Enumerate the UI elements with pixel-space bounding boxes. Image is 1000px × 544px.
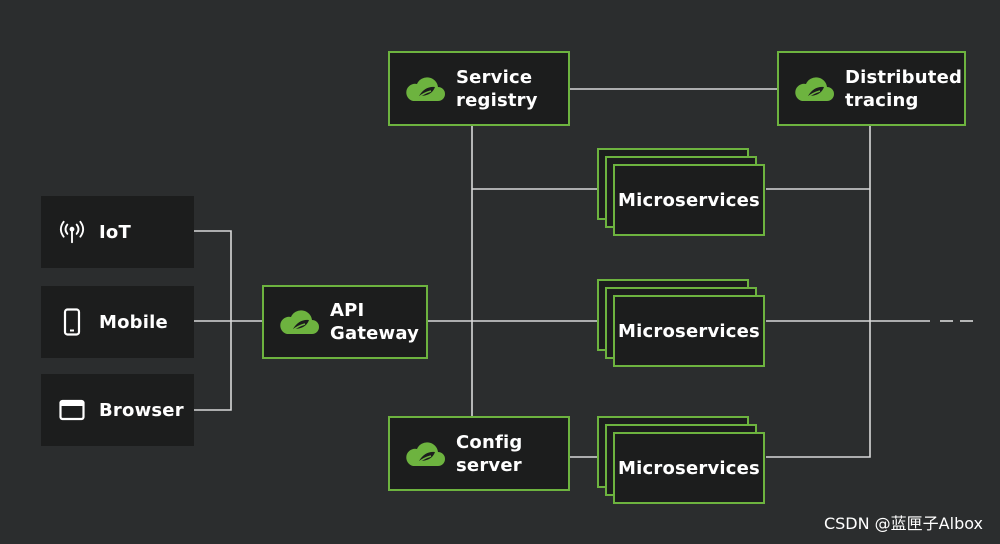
microservice-card-front: Microservices (613, 295, 765, 367)
client-label: Mobile (99, 311, 168, 333)
config-server-line1: Config (456, 431, 523, 453)
distributed-tracing-line1: Distributed (845, 66, 963, 88)
microservices-label: Microservices (618, 189, 760, 211)
client-label: IoT (99, 221, 131, 243)
config-server-box: Config server (388, 416, 570, 491)
client-browser: Browser (41, 374, 194, 446)
distributed-tracing-box: Distributed tracing (777, 51, 966, 126)
api-gateway-line1: API (330, 300, 365, 321)
config-server-line2: server (456, 454, 522, 476)
distributed-tracing-line2: tracing (845, 89, 919, 111)
spring-cloud-icon (280, 310, 319, 334)
spring-cloud-icon (795, 76, 834, 101)
connector-tracing-bus (766, 125, 871, 458)
watermark: CSDN @蓝匣子Albox (823, 514, 983, 533)
client-iot: IoT (41, 196, 194, 268)
microservices-label: Microservices (618, 320, 760, 342)
browser-window-icon (59, 397, 85, 423)
antenna-icon (59, 219, 85, 245)
spring-cloud-icon (406, 76, 445, 101)
api-gateway-line2: Gateway (330, 323, 420, 344)
service-registry-box: Service registry (388, 51, 570, 126)
api-gateway-box: API Gateway (262, 285, 428, 359)
spring-cloud-icon (406, 441, 445, 466)
mobile-phone-icon (59, 308, 85, 336)
microservice-card-front: Microservices (613, 164, 765, 236)
service-registry-line1: Service (456, 66, 533, 88)
microservices-label: Microservices (618, 457, 760, 479)
service-registry-line2: registry (456, 89, 538, 111)
client-label: Browser (99, 399, 184, 421)
client-mobile: Mobile (41, 286, 194, 358)
microservice-card-front: Microservices (613, 432, 765, 504)
